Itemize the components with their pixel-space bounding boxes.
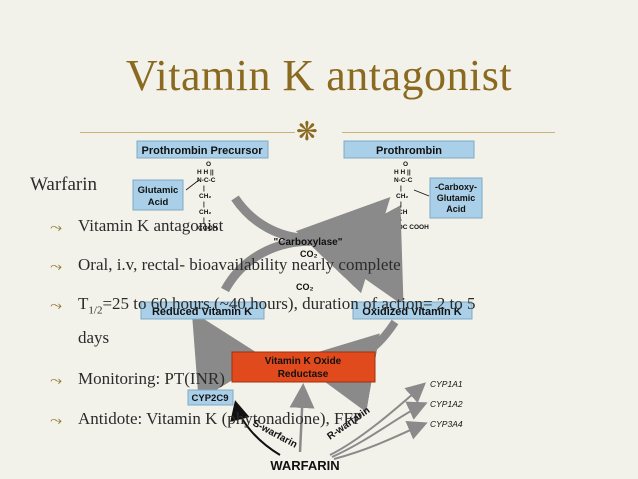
- half-life-text: =25 to 60 hours (~40 hours), duration of…: [102, 294, 476, 313]
- cyp2c9-label: CYP2C9: [192, 393, 229, 404]
- carboxyglutamate-structure: O H H || N-C-C | CH₂ | CH /\ HOOC COOH: [388, 161, 429, 231]
- struct-left-7: |: [203, 217, 205, 224]
- s-warfarin-arrow: [230, 400, 281, 456]
- glutamic-acid-line1: Glutamic: [138, 185, 179, 196]
- struct-right-4: CH₂: [396, 193, 408, 200]
- prothrombin-box: Prothrombin: [343, 140, 475, 159]
- struct-right-0: O: [403, 161, 408, 168]
- co2-top-label: CO₂: [300, 249, 318, 259]
- oxidized-vitamin-k-label: Oxidized Vitamin K: [362, 306, 461, 318]
- title-divider-right: [342, 132, 555, 133]
- curved-arrow-bullet-icon: ⤳: [50, 411, 63, 429]
- half-life-subscript: 1/2: [88, 304, 103, 317]
- struct-left-6: CH₂: [199, 209, 211, 216]
- curved-arrow-bullet-icon: ⤳: [50, 257, 63, 275]
- cyp1a2-label: CYP1A2: [430, 399, 463, 409]
- half-life-symbol: T: [78, 294, 89, 313]
- glutamic-acid-box: Glutamic Acid: [132, 179, 184, 211]
- bullet-text: Oral, i.v, rectal- bioavailability nearl…: [78, 255, 401, 274]
- struct-right-3: |: [400, 185, 402, 192]
- carboxylation-arrow: [231, 195, 391, 294]
- carboxylase-label: "Carboxylase": [274, 237, 343, 248]
- bullet-item: ⤳ T1/2=25 to 60 hours (~40 hours), durat…: [50, 294, 476, 316]
- bullet-text: Antidote: Vitamin K (phytonadione), FFP: [78, 409, 363, 428]
- struct-left-5: |: [203, 201, 205, 208]
- bullet-continuation: days: [78, 328, 110, 347]
- struct-left-8: COOH: [198, 225, 218, 232]
- glutamate-structure: O H H || N-C-C | CH₂ | CH₂ | COOH: [197, 161, 218, 232]
- bullet-item: ⤳ Vitamin K antagonist: [50, 216, 223, 236]
- struct-right-2: N-C-C: [394, 177, 413, 184]
- prothrombin-label: Prothrombin: [376, 145, 442, 157]
- warfarin-inhibition-arrow: [289, 383, 315, 453]
- curved-arrow-bullet-icon: ⤳: [50, 218, 63, 236]
- carboxy-glutamic-acid-box: -Carboxy- Glutamic Acid: [429, 177, 483, 219]
- bullet-item: ⤳ Oral, i.v, rectal- bioavailability nea…: [50, 255, 401, 275]
- cyp2c9-box: CYP2C9: [187, 389, 234, 406]
- warfarin-label: WARFARIN: [270, 458, 339, 473]
- vkor-line2: Reductase: [278, 369, 329, 380]
- prothrombin-precursor-box: Prothrombin Precursor: [136, 140, 269, 159]
- title-divider-left: [80, 132, 295, 133]
- r-warfarin-arrow-1a2: [331, 401, 428, 458]
- vkor-line1: Vitamin K Oxide: [265, 356, 342, 367]
- fleuron-icon: ❋: [296, 117, 318, 147]
- curved-arrow-bullet-icon: ⤳: [50, 371, 63, 389]
- struct-right-5: |: [400, 201, 402, 208]
- r-warfarin-arrow-1a1: [329, 382, 426, 456]
- struct-left-2: N-C-C: [197, 177, 216, 184]
- bullet-text: Vitamin K antagonist: [78, 216, 224, 235]
- section-heading: Warfarin: [30, 174, 98, 195]
- struct-right-6: CH: [398, 209, 408, 216]
- bullet-item: ⤳ Monitoring: PT(INR): [50, 369, 225, 389]
- struct-left-4: CH₂: [199, 193, 211, 200]
- cyp1a1-label: CYP1A1: [430, 379, 463, 389]
- struct-right-7: /\: [398, 216, 402, 223]
- carboxy-glutamic-line2: Glutamic: [437, 193, 476, 203]
- reduced-vitamin-k-box: Reduced Vitamin K: [140, 301, 265, 320]
- slide-title: Vitamin K antagonist: [125, 51, 513, 100]
- co2-bottom-label: CO₂: [296, 282, 314, 292]
- glutamate-connector: [185, 179, 200, 191]
- vitamin-k-oxidation-arrow: [221, 205, 404, 306]
- bullet-text: T1/2=25 to 60 hours (~40 hours), duratio…: [78, 294, 476, 316]
- struct-right-1: H H ||: [394, 169, 411, 176]
- struct-left-0: O: [206, 161, 211, 168]
- curved-arrow-bullet-icon: ⤳: [50, 296, 63, 314]
- bullet-text: Monitoring: PT(INR): [78, 369, 225, 388]
- oxidized-vitamin-k-box: Oxidized Vitamin K: [352, 301, 473, 320]
- struct-left-3: |: [203, 185, 205, 192]
- cyp3a4-label: CYP3A4: [430, 419, 463, 429]
- carboxy-glutamic-line1: -Carboxy-: [435, 182, 477, 192]
- struct-left-1: H H ||: [197, 169, 214, 176]
- reduced-vitamin-k-label: Reduced Vitamin K: [152, 306, 252, 318]
- bullet-item: ⤳ Antidote: Vitamin K (phytonadione), FF…: [50, 409, 362, 429]
- carboxy-glutamic-line3: Acid: [446, 204, 466, 214]
- r-warfarin-arrow-3a4: [333, 420, 428, 460]
- prothrombin-precursor-label: Prothrombin Precursor: [141, 145, 263, 157]
- vkor-box: Vitamin K Oxide Reductase: [231, 351, 376, 383]
- glutamic-acid-line2: Acid: [148, 197, 169, 208]
- carboxyglutamate-connector: [413, 189, 430, 197]
- struct-right-8: HOOC COOH: [388, 224, 429, 231]
